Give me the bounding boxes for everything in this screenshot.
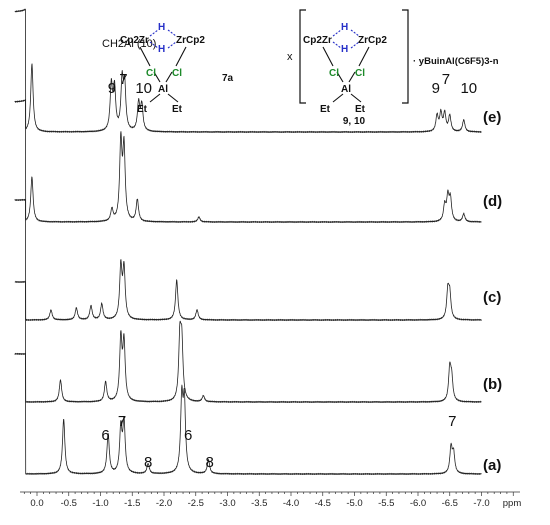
hydride-bottom: H	[158, 44, 165, 55]
x-tick-label: -1.5	[124, 498, 140, 509]
x-tick-label: 0.0	[30, 498, 43, 509]
x-tick-label: -4.0	[283, 498, 299, 509]
cp2zr-left-2: Cp2Zr	[303, 35, 332, 46]
ethyl-right-2: Et	[355, 104, 366, 115]
peak-label: 10	[460, 80, 477, 97]
series-labels-group: (a) (b) (c) (d) (e)	[483, 109, 502, 474]
chloride-bonds	[139, 46, 187, 83]
peak-label: 7	[118, 413, 126, 430]
structure-9-10: x Cp2Zr ZrCp2 H H Cl Cl Al Et Et 9, 10 ·…	[287, 9, 499, 127]
series-label-b: (b)	[483, 376, 502, 393]
x-tick-label: -0.5	[61, 498, 77, 509]
aluminum: Al	[158, 84, 168, 95]
hydride-bonds	[149, 29, 177, 49]
x-tick-label: -2.5	[188, 498, 204, 509]
series-label-d: (d)	[483, 193, 502, 210]
x-axis: 0.0 -0.5 -1.0 -1.5 -2.0 -2.5 -3.0 -3.5 -4.0 -4.5 -…	[20, 491, 522, 509]
peak-label: 10	[135, 80, 152, 97]
zrcp2-right: ZrCp2	[176, 35, 205, 46]
peak-label: 8	[206, 454, 214, 471]
hydride-top-2: H	[341, 22, 348, 33]
ethyl-right: Et	[172, 104, 183, 115]
peak-label: 6	[184, 427, 192, 444]
cp2zr-left: Cp2Zr	[120, 35, 149, 46]
spectrum-trace-e	[14, 8, 482, 134]
spectrum-trace-b	[14, 280, 482, 404]
spectrum-trace-c	[14, 198, 482, 322]
aluminate-suffix: · yBuinAl(C6F5)3-n	[413, 56, 499, 67]
series-label-a: (a)	[483, 457, 501, 474]
chloride-bonds-2	[322, 46, 370, 83]
structure-label-9-10: 9, 10	[343, 116, 366, 127]
spectra-group	[14, 8, 482, 476]
zrcp2-right-2: ZrCp2	[358, 35, 387, 46]
series-label-e: (e)	[483, 109, 501, 126]
spectrum-trace-a	[14, 352, 482, 476]
ethyl-bonds	[149, 93, 179, 103]
x-tick-label: -3.0	[219, 498, 235, 509]
spectrum-trace-d	[14, 99, 482, 224]
x-tick-label: -6.5	[442, 498, 458, 509]
peak-label: 9	[432, 80, 440, 97]
ethyl-left-2: Et	[320, 104, 331, 115]
series-label-c: (c)	[483, 289, 501, 306]
peak-label: 7	[119, 71, 127, 88]
x-tick-label: -7.0	[473, 498, 489, 509]
chloride-right: Cl	[172, 68, 182, 79]
chloride-left: Cl	[146, 68, 156, 79]
multiplier-x: x	[287, 51, 293, 63]
peak-label: 8	[144, 454, 152, 471]
x-tick-label: ppm	[503, 498, 522, 509]
hydride-bonds-2	[332, 29, 360, 49]
x-tick-label: -2.0	[156, 498, 172, 509]
x-tick-label: -6.0	[410, 498, 426, 509]
peak-label: 6	[101, 427, 109, 444]
x-tick-label: -3.5	[251, 498, 267, 509]
structure-7a: Cp2Zr ZrCp2 H H Cl Cl Al Et Et 7a	[120, 22, 234, 115]
hydride-top: H	[158, 22, 165, 33]
ethyl-bonds-2	[332, 93, 362, 103]
ethyl-left: Et	[137, 104, 148, 115]
peak-label: 9	[108, 80, 116, 97]
peak-label: 7	[448, 413, 456, 430]
hydride-bottom-2: H	[341, 44, 348, 55]
chloride-left-2: Cl	[329, 68, 339, 79]
x-tick-label: -1.0	[92, 498, 108, 509]
peak-label: 7	[442, 71, 450, 88]
aluminum-2: Al	[341, 84, 351, 95]
x-tick-label: -5.5	[378, 498, 394, 509]
right-bracket	[402, 9, 409, 104]
peak-label: CH2Al (10)	[102, 38, 156, 50]
left-bracket	[299, 9, 306, 104]
chloride-right-2: Cl	[355, 68, 365, 79]
structure-label-7a: 7a	[222, 73, 234, 84]
x-tick-label: -5.0	[346, 498, 362, 509]
x-tick-label: -4.5	[315, 498, 331, 509]
